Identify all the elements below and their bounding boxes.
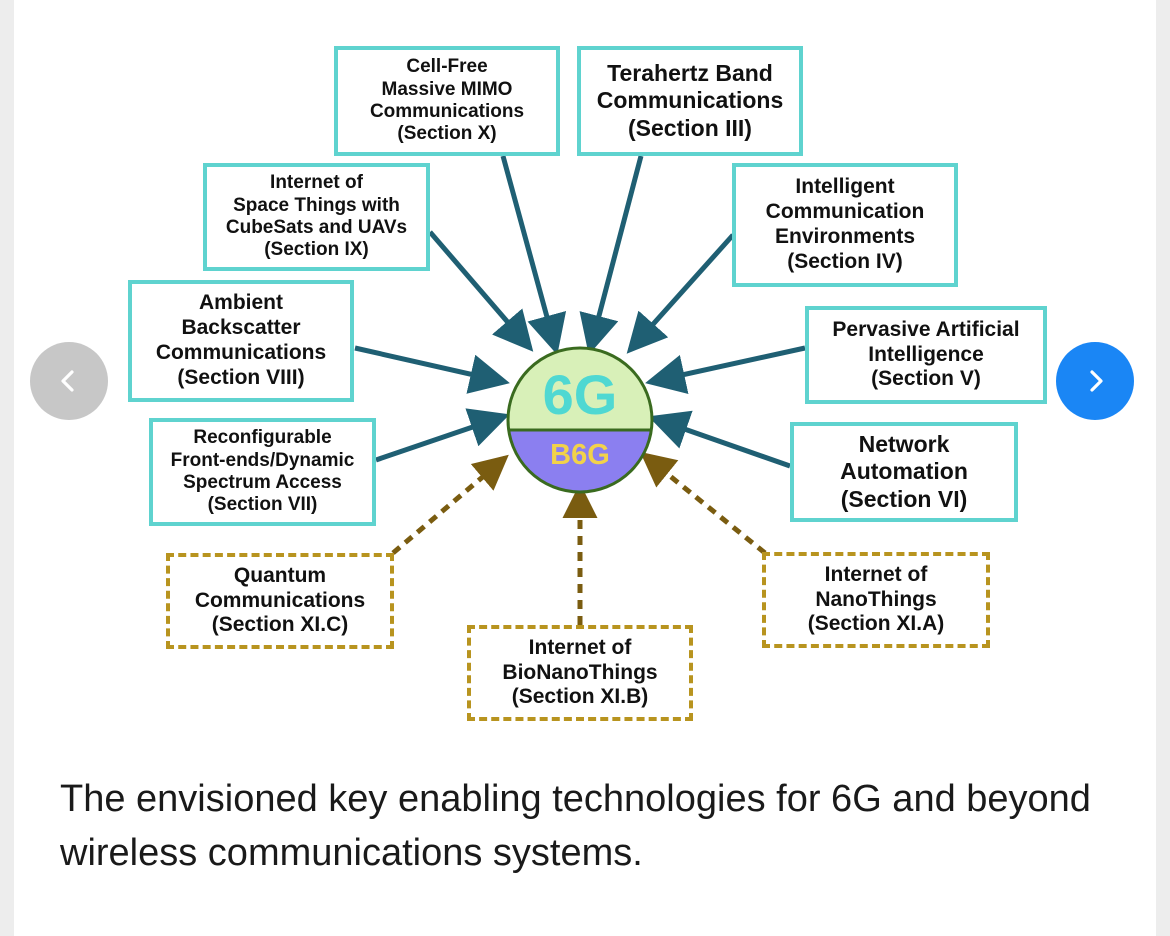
arrow-ambient — [354, 345, 510, 394]
arrow-iost — [428, 230, 534, 352]
arrow-reconfigurable — [375, 408, 510, 463]
box-intelligent-communication-environments: Intelligent Communication Environments (… — [732, 163, 958, 287]
box-line: (Section IV) — [787, 249, 903, 273]
box-line: Intelligence — [868, 342, 984, 366]
box-internet-of-nanothings: Internet of NanoThings (Section XI.A) — [762, 552, 990, 648]
box-network-automation: Network Automation (Section VI) — [790, 422, 1018, 522]
chevron-left-icon — [61, 370, 74, 392]
box-line: (Section XI.A) — [807, 612, 945, 636]
box-line: Internet of — [270, 172, 363, 194]
box-line: (Section IX) — [264, 239, 369, 261]
box-line: Backscatter — [181, 316, 301, 340]
box-line: Pervasive Artificial — [832, 317, 1020, 341]
box-line: Cell-Free — [406, 56, 488, 78]
arrow-cell-free — [500, 155, 567, 355]
box-line: Communications — [155, 341, 327, 364]
box-line: Space Things with — [233, 194, 400, 216]
box-pervasive-artificial-intelligence: Pervasive Artificial Intelligence (Secti… — [805, 306, 1047, 404]
box-line: Network — [858, 431, 950, 458]
arrow-pervasive-ai — [645, 345, 806, 395]
diagram-connectors: 6G B6G — [354, 155, 806, 625]
arrow-network-automation — [648, 410, 791, 469]
box-line: Ambient — [199, 291, 283, 315]
box-line: (Section X) — [397, 123, 497, 145]
box-line: Communications — [194, 588, 366, 612]
box-line: Terahertz Band — [607, 60, 773, 87]
box-line: Communications — [596, 87, 784, 114]
previous-slide-button[interactable] — [30, 342, 108, 420]
arrow-intelligent-env — [626, 233, 735, 354]
center-6g-circle: 6G B6G — [506, 346, 654, 494]
box-line: Intelligent — [795, 175, 895, 199]
box-line: Internet of — [824, 562, 928, 586]
box-cell-free-massive-mimo: Cell-Free Massive MIMO Communications (S… — [334, 46, 560, 156]
box-line: Communication — [765, 200, 925, 224]
box-line: (Section VIII) — [177, 365, 305, 389]
box-internet-of-bionanothings: Internet of BioNanoThings (Section XI.B) — [467, 625, 693, 721]
figure-caption: The envisioned key enabling technologies… — [60, 778, 1091, 874]
box-line: Environments — [774, 225, 916, 248]
box-line: Quantum — [233, 563, 327, 587]
box-quantum-communications: Quantum Communications (Section XI.C) — [166, 553, 394, 649]
box-ambient-backscatter: Ambient Backscatter Communications (Sect… — [128, 280, 354, 402]
box-line: NanoThings — [815, 587, 937, 611]
box-line: BioNanoThings — [502, 660, 658, 684]
label-b6g: B6G — [550, 439, 610, 471]
arrow-nano — [640, 451, 767, 555]
box-line: (Section XI.B) — [511, 685, 649, 709]
arrow-terahertz — [579, 155, 644, 355]
next-slide-button[interactable] — [1056, 342, 1134, 420]
box-line: Internet of — [528, 635, 632, 659]
label-6g: 6G — [543, 363, 618, 426]
box-line: (Section V) — [871, 367, 981, 391]
box-line: Front-ends/Dynamic — [170, 449, 355, 471]
box-line: Communications — [369, 101, 525, 122]
box-line: (Section VI) — [840, 485, 968, 512]
box-line: Automation — [840, 458, 968, 485]
box-line: (Section III) — [628, 114, 752, 141]
chevron-right-icon — [1090, 370, 1103, 392]
box-line: (Section VII) — [207, 494, 318, 516]
box-line: Massive MIMO — [381, 78, 513, 100]
box-internet-of-space-things: Internet of Space Things with CubeSats a… — [203, 163, 430, 271]
box-line: CubeSats and UAVs — [225, 217, 408, 238]
box-terahertz-band: Terahertz Band Communications (Section I… — [577, 46, 803, 156]
arrow-quantum — [391, 454, 509, 555]
box-reconfigurable-front-ends: Reconfigurable Front-ends/Dynamic Spectr… — [149, 418, 376, 526]
box-line: Reconfigurable — [193, 427, 332, 449]
box-line: Spectrum Access — [183, 472, 342, 493]
box-line: (Section XI.C) — [211, 613, 349, 637]
